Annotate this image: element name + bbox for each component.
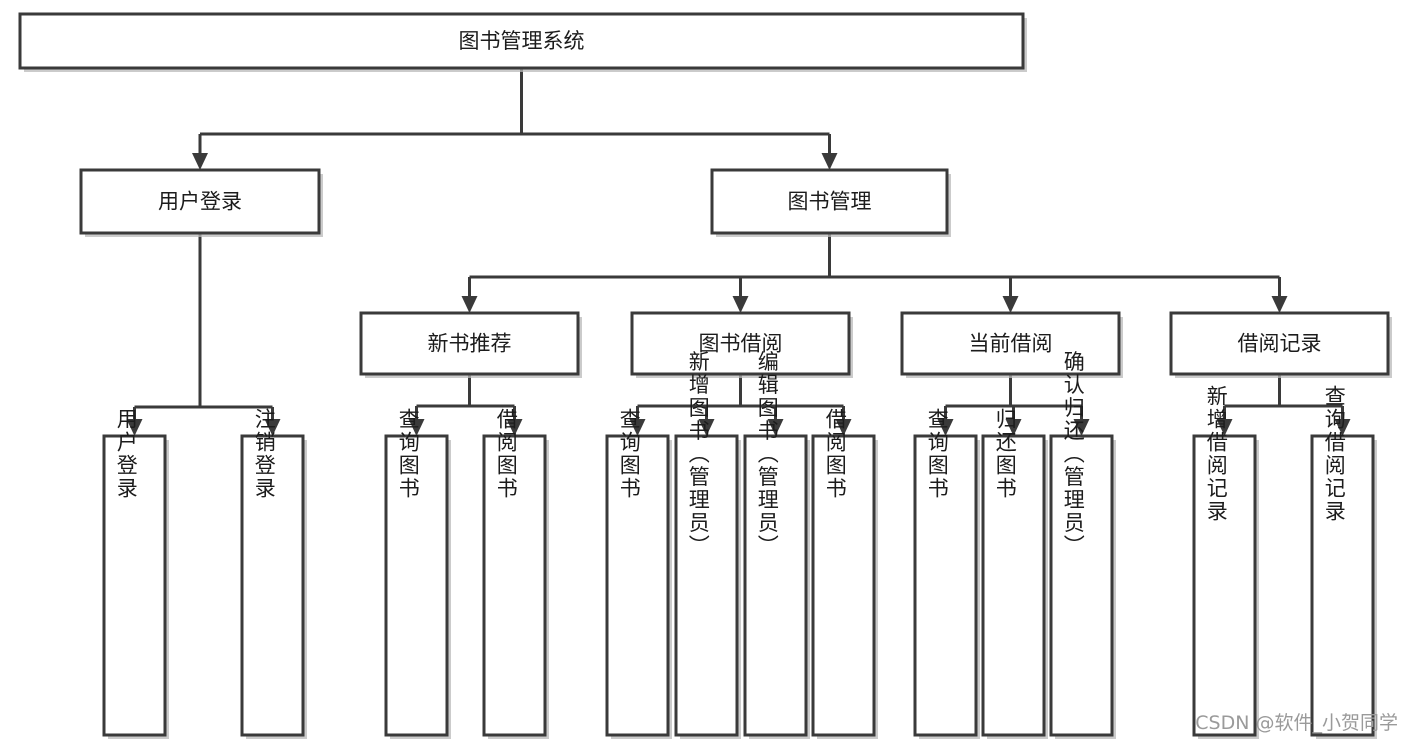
arrowhead-icon <box>1271 296 1288 313</box>
node-label: 查询图书 <box>617 408 641 500</box>
node-label: 借阅图书 <box>823 408 847 500</box>
node-root[interactable]: 图书管理系统 <box>18 12 1027 72</box>
node-label: 图书借阅 <box>699 332 783 356</box>
node-label: 新书推荐 <box>428 332 512 356</box>
node-leaf-borrow-book-1[interactable]: 借阅图书 <box>482 408 549 739</box>
arrowhead-icon <box>126 419 143 436</box>
node-label: 归还图书 <box>993 408 1017 500</box>
node-leaf-user-login[interactable]: 用户登录 <box>102 408 169 739</box>
node-leaf-query-book-3[interactable]: 查询图书 <box>913 408 980 739</box>
node-leaf-query-book-2[interactable]: 查询图书 <box>605 408 672 739</box>
node-leaf-borrow-book-2[interactable]: 借阅图书 <box>811 408 878 739</box>
node-leaf-logout-login[interactable]: 注销登录 <box>240 408 307 739</box>
node-leaf-query-record[interactable]: 查询借阅记录 <box>1310 385 1377 739</box>
node-user-login[interactable]: 用户登录 <box>79 168 323 237</box>
node-book-borrow[interactable]: 图书借阅 <box>630 311 853 378</box>
node-label: 查询借阅记录 <box>1322 385 1346 523</box>
node-label: 新增图书（管理员） <box>686 351 710 558</box>
node-label: 查询图书 <box>396 408 420 500</box>
node-leaf-add-book[interactable]: 新增图书（管理员） <box>674 351 741 740</box>
arrowhead-icon <box>1005 419 1022 436</box>
node-leaf-return-book[interactable]: 归还图书 <box>981 408 1048 739</box>
node-label: 借阅图书 <box>494 408 518 500</box>
arrowhead-icon <box>835 419 852 436</box>
node-label: 确认归还（管理员） <box>1061 351 1085 558</box>
csdn-watermark: CSDN @软件_小贺同学 <box>1195 712 1398 734</box>
arrowhead-icon <box>461 296 478 313</box>
node-label: 图书管理系统 <box>459 29 585 53</box>
node-label: 借阅记录 <box>1238 332 1322 356</box>
node-label: 注销登录 <box>252 408 276 500</box>
node-leaf-confirm-return[interactable]: 确认归还（管理员） <box>1049 351 1116 740</box>
arrowhead-icon <box>1073 419 1090 436</box>
arrowhead-icon <box>732 296 749 313</box>
node-label: 用户登录 <box>158 190 242 214</box>
node-label: 当前借阅 <box>969 332 1053 356</box>
arrowhead-icon <box>192 153 208 170</box>
arrowhead-icon <box>698 419 715 436</box>
node-book-management[interactable]: 图书管理 <box>710 168 951 237</box>
node-label: 图书管理 <box>788 190 872 214</box>
arrowhead-icon <box>1216 419 1233 436</box>
arrowhead-icon <box>1002 296 1019 313</box>
arrowhead-icon <box>767 419 784 436</box>
node-label: 新增借阅记录 <box>1204 385 1228 523</box>
node-label: 编辑图书（管理员） <box>755 351 779 558</box>
node-label: 查询图书 <box>925 408 949 500</box>
edges-layer <box>126 68 1351 436</box>
arrowhead-icon <box>408 419 425 436</box>
node-leaf-add-record[interactable]: 新增借阅记录 <box>1192 385 1259 739</box>
arrowhead-icon <box>821 153 838 170</box>
arrowhead-icon <box>264 419 281 436</box>
arrowhead-icon <box>937 419 954 436</box>
node-leaf-edit-book[interactable]: 编辑图书（管理员） <box>743 351 810 740</box>
node-leaf-query-book-1[interactable]: 查询图书 <box>384 408 451 739</box>
node-new-book-recommend[interactable]: 新书推荐 <box>359 311 582 378</box>
node-current-borrow[interactable]: 当前借阅 <box>900 311 1123 378</box>
arrowhead-icon <box>1334 419 1351 436</box>
node-label: 用户登录 <box>114 408 138 500</box>
node-borrow-record[interactable]: 借阅记录 <box>1169 311 1392 378</box>
arrowhead-icon <box>629 419 646 436</box>
arrowhead-icon <box>506 419 523 436</box>
nodes-layer: 图书管理系统用户登录图书管理新书推荐图书借阅当前借阅借阅记录用户登录注销登录查询… <box>18 12 1392 740</box>
